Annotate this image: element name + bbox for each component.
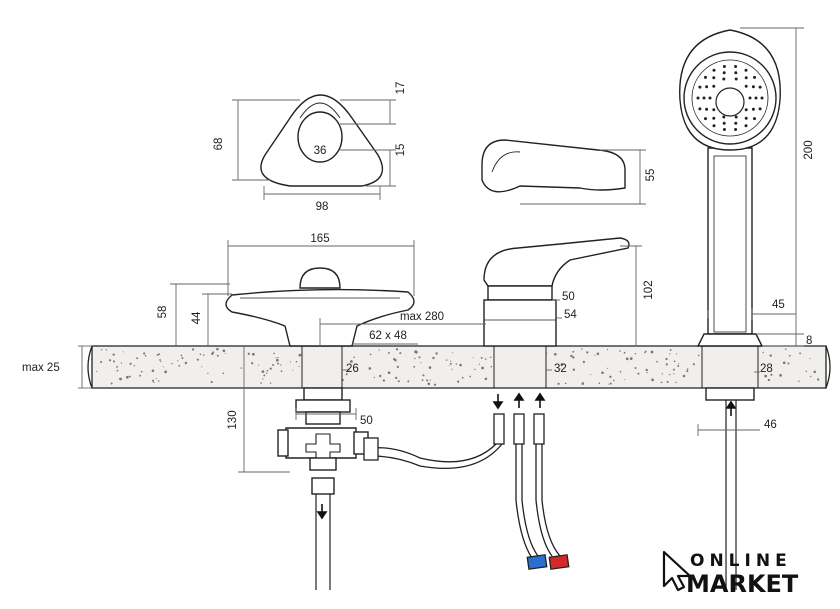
dim-max-spacing: max 280 <box>400 311 444 323</box>
dim-mixer-collar: 50 <box>562 291 575 303</box>
dim-valve-depth: 130 <box>227 410 239 429</box>
dim-holder-width: 45 <box>772 299 785 311</box>
dim-diverter-width: 165 <box>310 233 329 245</box>
countertop <box>87 345 831 389</box>
dim-diverter-shaft: 26 <box>346 363 359 375</box>
dim-spout-height: 55 <box>645 169 657 182</box>
dimension-lines <box>78 27 804 473</box>
logo-line1: ONLINE <box>690 551 792 571</box>
handle-top-view <box>260 94 384 187</box>
dim-handle-bottom: 15 <box>395 144 407 157</box>
dim-mixer-shaft: 32 <box>554 363 567 375</box>
dim-holder-shaft: 28 <box>760 363 773 375</box>
dim-hose-diameter: 46 <box>764 419 777 431</box>
dimension-labels: 68 98 17 36 15 55 165 58 44 max 280 62 x… <box>22 82 815 431</box>
flow-arrows <box>316 392 737 520</box>
supply-pipes <box>363 413 570 570</box>
dim-diverter-knob-height: 44 <box>191 311 203 324</box>
dim-handle-top: 17 <box>395 82 407 95</box>
logo-line2: MARKET <box>686 570 799 598</box>
diverter-front-view <box>225 267 415 590</box>
dim-shower-length: 200 <box>803 140 815 159</box>
dim-mixer-height: 102 <box>643 280 655 299</box>
cursor-icon <box>662 550 692 592</box>
onlinemarket-logo: ONLINE MARKET <box>662 550 799 598</box>
spout-side-view <box>481 139 626 193</box>
mixer-front-view <box>483 237 630 347</box>
hand-shower <box>679 29 781 590</box>
dim-mixer-base: 54 <box>564 309 577 321</box>
dim-holder-base: 8 <box>806 335 812 347</box>
dim-hole-diameter: 36 <box>314 145 327 157</box>
dim-handle-width: 98 <box>316 201 329 213</box>
dim-valve-width: 50 <box>360 415 373 427</box>
dim-cutout: 62 x 48 <box>369 330 407 342</box>
dim-countertop-thickness: max 25 <box>22 362 60 374</box>
bores <box>301 345 547 389</box>
dim-handle-height: 68 <box>213 138 225 151</box>
dim-diverter-total-height: 58 <box>157 306 169 319</box>
